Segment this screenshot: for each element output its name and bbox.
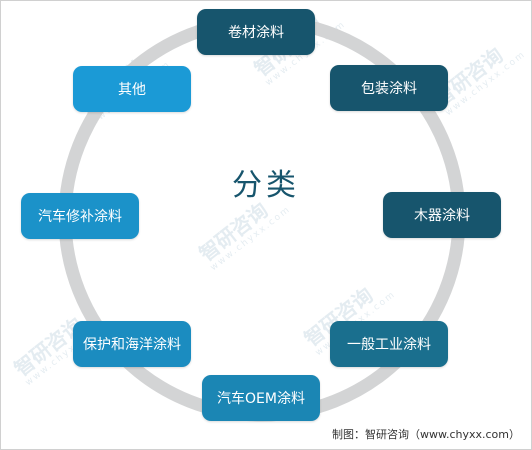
node-packaging-coating: 包装涂料 xyxy=(330,65,448,111)
node-automotive-oem-coating: 汽车OEM涂料 xyxy=(202,375,320,421)
source-caption: 制图：智研咨询（www.chyxx.com） xyxy=(331,428,520,441)
node-protective-marine-coating: 保护和海洋涂料 xyxy=(73,321,191,367)
node-automotive-refinish-coating: 汽车修补涂料 xyxy=(21,193,139,239)
node-other: 其他 xyxy=(73,66,191,112)
center-label: 分类 xyxy=(232,168,300,203)
node-coil-coating: 卷材涂料 xyxy=(197,9,315,55)
node-wood-coating: 木器涂料 xyxy=(383,192,501,238)
node-general-industrial-coating: 一般工业涂料 xyxy=(330,321,448,367)
